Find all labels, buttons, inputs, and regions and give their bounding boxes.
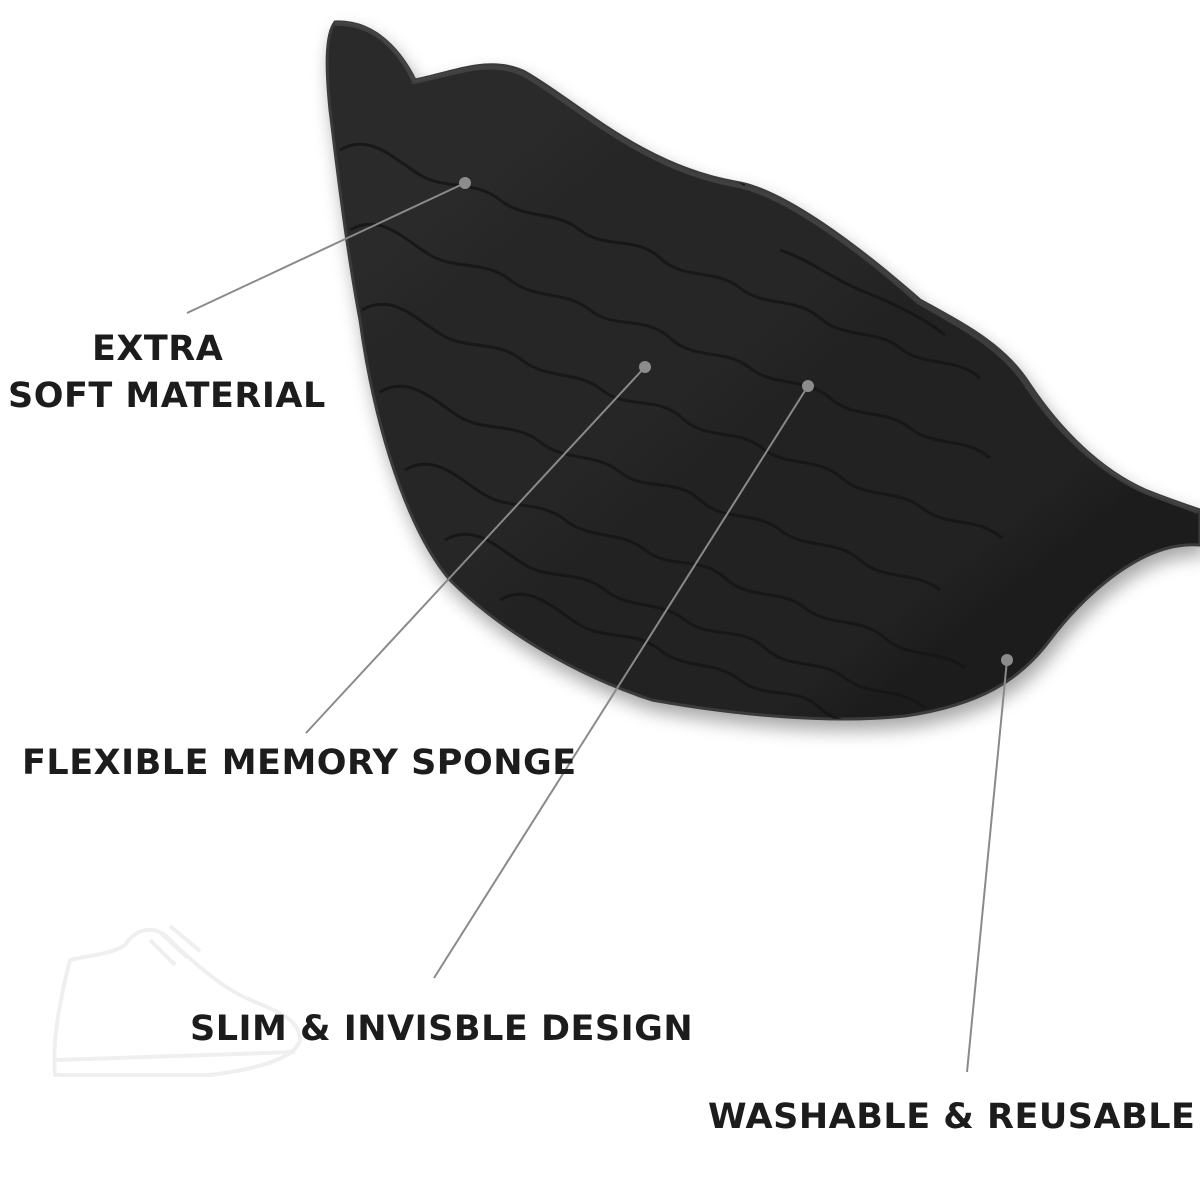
wave-emboss-pattern [339,88,1003,719]
foam-pad [325,20,1200,721]
feature-label-line: SLIM & INVISBLE DESIGN [190,1009,694,1049]
feature-label-memory-sponge: FLEXIBLE MEMORY SPONGE [22,740,577,787]
leader-lines [186,182,1008,1073]
leader-line-extra-soft [186,182,466,314]
marker-dot [1001,654,1013,666]
marker-dot [459,177,471,189]
marker-dot [639,361,651,373]
feature-label-line: WASHABLE & REUSABLE [708,1097,1196,1137]
leader-dots [459,177,1013,666]
leader-line-slim-design [433,385,809,979]
feature-label-line: EXTRA [92,329,224,369]
feature-label-line: FLEXIBLE MEMORY SPONGE [22,743,577,783]
sneaker-outline-icon [52,924,302,1077]
feature-label-washable: WASHABLE & REUSABLE [708,1094,1195,1141]
leader-line-washable [966,659,1008,1073]
feature-label-extra-soft: EXTRA SOFT MATERIAL [8,326,326,421]
leader-line-memory-sponge [305,366,646,734]
marker-dot [802,380,814,392]
feature-label-line: SOFT MATERIAL [8,376,326,417]
feature-label-slim-design: SLIM & INVISBLE DESIGN [190,1006,693,1053]
